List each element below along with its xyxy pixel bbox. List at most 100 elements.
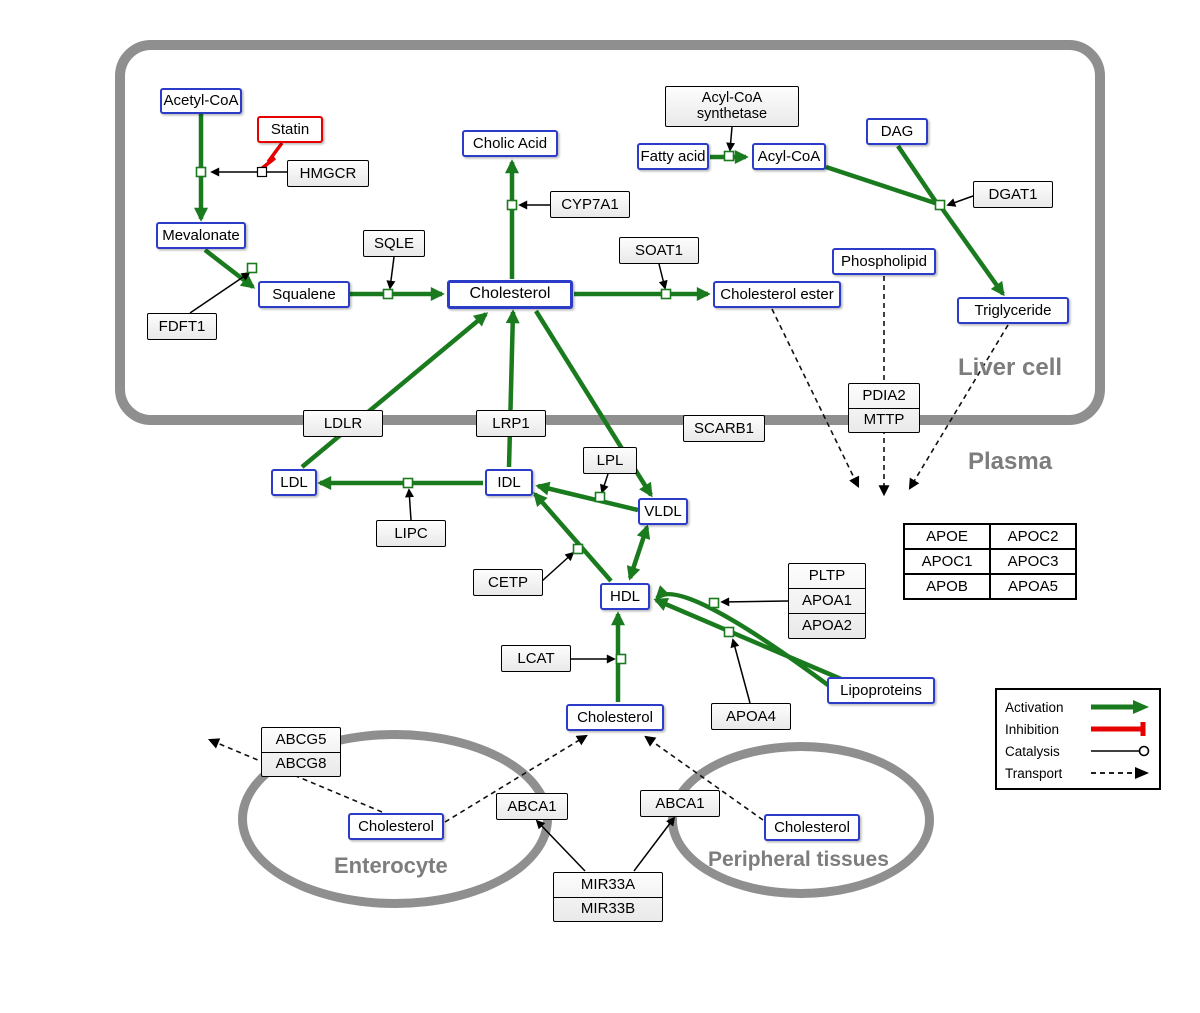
node-abcg5-label: ABCG5	[275, 730, 327, 748]
apo-cell[interactable]: APOA5	[990, 574, 1076, 599]
node-triglyceride-label: Triglyceride	[974, 301, 1052, 319]
node-cholesterol-peripheral[interactable]: Cholesterol	[764, 814, 860, 841]
node-pdia2[interactable]: PDIA2	[849, 384, 919, 408]
apo-cell[interactable]: APOE	[904, 524, 990, 549]
node-dag-label: DAG	[880, 122, 914, 140]
node-squalene-label: Squalene	[272, 285, 336, 303]
node-vldl-label: VLDL	[644, 502, 682, 520]
catalysis-cetp	[541, 551, 575, 582]
node-mevalonate[interactable]: Mevalonate	[156, 222, 246, 249]
node-cholic-acid[interactable]: Cholic Acid	[462, 130, 558, 157]
node-hmgcr-label: HMGCR	[299, 164, 357, 182]
node-lcat[interactable]: LCAT	[501, 645, 571, 672]
node-acyl-coa-synthetase-line1: Acyl-CoA	[701, 90, 763, 107]
node-dgat1-label: DGAT1	[988, 185, 1038, 203]
catalysis-acylcoa-synthetase	[726, 126, 736, 152]
node-scarb1-label: SCARB1	[693, 419, 755, 437]
apo-cell-label: APOA5	[1007, 578, 1059, 595]
apo-cell-label: APOC2	[1007, 528, 1059, 545]
node-mevalonate-label: Mevalonate	[162, 226, 240, 244]
node-soat1[interactable]: SOAT1	[619, 237, 699, 264]
catalysis-lpl	[600, 473, 609, 494]
node-idl[interactable]: IDL	[485, 469, 533, 496]
node-fdft1[interactable]: FDFT1	[147, 313, 217, 340]
node-cholesterol-plasma[interactable]: Cholesterol	[566, 704, 664, 731]
node-lrp1-label: LRP1	[492, 414, 530, 432]
node-ldlr[interactable]: LDLR	[303, 410, 383, 437]
node-cholesterol-plasma-label: Cholesterol	[577, 708, 653, 726]
reaction-node-soat1	[660, 288, 672, 300]
node-pltp[interactable]: PLTP	[789, 564, 865, 588]
node-squalene[interactable]: Squalene	[258, 281, 350, 308]
node-mir33-stack[interactable]: MIR33A MIR33B	[553, 872, 663, 922]
node-cholesterol-enterocyte[interactable]: Cholesterol	[348, 813, 444, 840]
node-hdl[interactable]: HDL	[600, 583, 650, 610]
node-cyp7a1[interactable]: CYP7A1	[550, 191, 630, 218]
node-abcg5[interactable]: ABCG5	[262, 728, 340, 752]
statin-target-node	[256, 166, 268, 178]
legend-row-activation: Activation	[1005, 696, 1151, 718]
node-sqle[interactable]: SQLE	[363, 230, 425, 257]
node-cetp[interactable]: CETP	[473, 569, 543, 596]
node-triglyceride[interactable]: Triglyceride	[957, 297, 1069, 324]
node-phospholipid[interactable]: Phospholipid	[832, 248, 936, 275]
apo-cell[interactable]: APOC3	[990, 549, 1076, 574]
apo-cell[interactable]: APOC1	[904, 549, 990, 574]
edge-vldl-idl-via-lpl	[535, 481, 639, 513]
node-lipc[interactable]: LIPC	[376, 520, 446, 547]
inhibition-tee-icon	[1091, 722, 1146, 736]
reaction-node-fdft1	[246, 262, 258, 274]
node-fdft1-label: FDFT1	[158, 317, 206, 335]
edge-ldl-cholesterol-via-ldlr	[300, 312, 489, 469]
apo-cell-label: APOC3	[1007, 553, 1059, 570]
node-cholic-acid-label: Cholic Acid	[472, 134, 548, 152]
node-mir33b[interactable]: MIR33B	[554, 896, 662, 922]
node-lipc-label: LIPC	[394, 524, 428, 542]
node-cholesterol-liver[interactable]: Cholesterol	[447, 280, 573, 309]
node-mir33a[interactable]: MIR33A	[554, 873, 662, 897]
node-abca1-right[interactable]: ABCA1	[640, 790, 720, 817]
node-apoa1[interactable]: APOA1	[789, 588, 865, 613]
legend-activation-label: Activation	[1005, 699, 1064, 715]
regulation-mir33-abca1-right	[633, 816, 676, 872]
node-acetyl-coa-label: Acetyl-CoA	[163, 92, 239, 110]
node-ldl[interactable]: LDL	[271, 469, 317, 496]
node-mttp[interactable]: MTTP	[849, 407, 919, 433]
node-acyl-coa-synthetase[interactable]: Acyl-CoA synthetase	[665, 86, 799, 127]
node-abcg8[interactable]: ABCG8	[262, 751, 340, 777]
apo-cell[interactable]: APOC2	[990, 524, 1076, 549]
apo-cell[interactable]: APOB	[904, 574, 990, 599]
node-lipoproteins[interactable]: Lipoproteins	[827, 677, 935, 704]
edge-lipoproteins-hdl-lower	[653, 597, 842, 682]
edge-mevalonate-squalene	[203, 248, 256, 289]
node-abcg-stack[interactable]: ABCG5 ABCG8	[261, 727, 341, 777]
plasma-label: Plasma	[968, 448, 1053, 475]
node-mttp-label: MTTP	[863, 411, 905, 429]
node-apoa2[interactable]: APOA2	[789, 613, 865, 638]
node-dgat1[interactable]: DGAT1	[973, 181, 1053, 208]
node-hmgcr[interactable]: HMGCR	[287, 160, 369, 187]
node-cholesterol-ester[interactable]: Cholesterol ester	[713, 281, 841, 308]
node-dag[interactable]: DAG	[866, 118, 928, 145]
reaction-node-acylcoa-synthetase	[723, 150, 735, 162]
apo-cell-label: APOB	[926, 578, 968, 595]
node-scarb1[interactable]: SCARB1	[683, 415, 765, 442]
node-pdia2-mttp-stack[interactable]: PDIA2 MTTP	[848, 383, 920, 433]
node-statin[interactable]: Statin	[257, 116, 323, 143]
node-lrp1[interactable]: LRP1	[476, 410, 546, 437]
reaction-node-lpl	[594, 491, 606, 503]
node-fatty-acid[interactable]: Fatty acid	[637, 143, 709, 170]
transport-peripheral-cholesterol-abca1	[644, 735, 764, 821]
node-pltp-apoa-stack[interactable]: PLTP APOA1 APOA2	[788, 563, 866, 639]
edge-lipoproteins-hdl-upper	[655, 585, 834, 690]
node-acetyl-coa[interactable]: Acetyl-CoA	[160, 88, 242, 114]
node-statin-label: Statin	[270, 120, 310, 138]
node-mir33b-label: MIR33B	[580, 900, 636, 918]
legend-catalysis-label: Catalysis	[1005, 743, 1060, 759]
node-acyl-coa[interactable]: Acyl-CoA	[752, 143, 826, 170]
node-vldl[interactable]: VLDL	[638, 498, 688, 525]
catalysis-apoa4	[730, 638, 751, 704]
node-lpl[interactable]: LPL	[583, 447, 637, 474]
node-apoa4[interactable]: APOA4	[711, 703, 791, 730]
node-abca1-left[interactable]: ABCA1	[496, 793, 568, 820]
